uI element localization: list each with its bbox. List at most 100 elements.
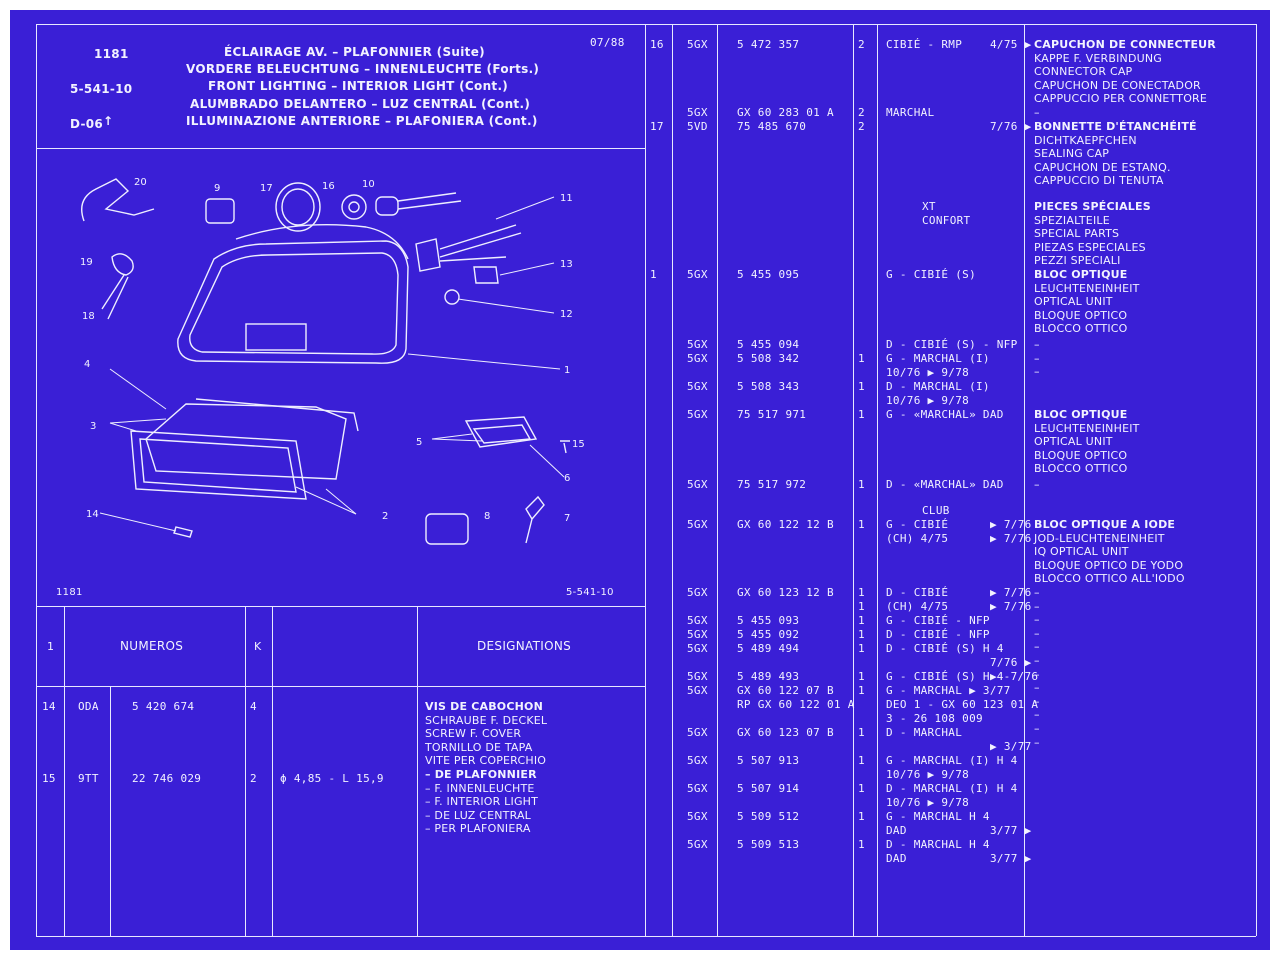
designation-line: – xyxy=(1034,599,1040,613)
right-row-supplier: MARCHAL xyxy=(886,106,935,119)
right-row-number: 5 455 093 xyxy=(737,614,800,627)
right-row-date: 4/75 ▶ xyxy=(990,38,1032,51)
right-row-supplier: D - CIBIÉ xyxy=(886,586,949,599)
right-row-code: 5GX xyxy=(687,352,708,365)
right-row-supplier: (CH) 4/75 xyxy=(886,532,949,545)
designation-line: – xyxy=(1034,708,1040,722)
up-arrow-icon: ↑ xyxy=(103,114,114,128)
right-row-supplier: CIBIÉ - RMP xyxy=(886,38,963,51)
desig-line: – DE LUZ CENTRAL xyxy=(425,808,532,822)
designation-block: ––– xyxy=(1034,338,1040,379)
parts-sheet: 1181 5-541-10 D-06 ↑ 07/88 ÉCLAIRAGE AV.… xyxy=(10,10,1270,950)
right-row-k: 1 xyxy=(858,838,865,851)
right-row-supplier: DAD xyxy=(886,824,907,837)
right-row-supplier: 10/76 ▶ 9/78 xyxy=(886,366,970,379)
desig-line: – F. INTERIOR LIGHT xyxy=(425,795,539,809)
right-row-supplier: DAD xyxy=(886,852,907,865)
right-row-date: 3/77 ▶ xyxy=(990,824,1032,837)
callout-14: 14 xyxy=(86,509,99,520)
right-row-number: GX 60 283 01 A xyxy=(737,106,834,119)
right-row-number: 5 489 493 xyxy=(737,670,800,683)
callout-13: 13 xyxy=(560,259,573,270)
row14-designation: VIS DE CABOCHON SCHRAUBE F. DECKEL SCREW… xyxy=(425,700,547,836)
left-col-number-line xyxy=(245,606,246,936)
header-title-fr: ÉCLAIRAGE AV. – PLAFONNIER (Suite) xyxy=(224,45,485,59)
right-row-code: 5GX xyxy=(687,838,708,851)
right-row-supplier: DEO 1 - GX 60 123 01 A xyxy=(886,698,1039,711)
diagram-footer-right: 5-541-10 xyxy=(566,587,614,598)
designation-line: SPECIAL PARTS xyxy=(1034,227,1120,241)
designation-line: PIEZAS ESPECIALES xyxy=(1034,240,1146,254)
left-col-code-line xyxy=(110,686,111,936)
right-row-date: 7/76 ▶ xyxy=(990,656,1032,669)
callout-11: 11 xyxy=(560,193,573,204)
designation-line: PIECES SPÉCIALES xyxy=(1034,200,1151,213)
right-row-code: 5GX xyxy=(687,754,708,767)
right-row-number: 5 507 913 xyxy=(737,754,800,767)
right-row-number: 5 508 342 xyxy=(737,352,800,365)
right-row-k: 2 xyxy=(858,120,865,133)
right-row-date: ▶ 7/76 xyxy=(990,586,1032,599)
designation-line: OPTICAL UNIT xyxy=(1034,435,1113,449)
designation-line: CAPUCHON DE CONECTADOR xyxy=(1034,78,1201,92)
right-row-code: 5GX xyxy=(687,268,708,281)
right-row-k: 1 xyxy=(858,614,865,627)
right-row-number: 5 509 513 xyxy=(737,838,800,851)
designation-line: BLOCCO OTTICO ALL'IODO xyxy=(1034,572,1185,586)
desig-line: VIS DE CABOCHON xyxy=(425,700,543,713)
designation-block: – xyxy=(1034,478,1040,492)
designation-line: BLOQUE OPTICO xyxy=(1034,448,1128,462)
right-row-supplier: D - MARCHAL (I) xyxy=(886,380,990,393)
header-ref: 1181 xyxy=(94,47,129,61)
frame-bottom-line xyxy=(36,936,1256,937)
table-header-line xyxy=(36,686,645,687)
right-row-number: 5 455 092 xyxy=(737,628,800,641)
right-row-date: ▶ 7/76 xyxy=(990,532,1032,545)
right-row-supplier: 10/76 ▶ 9/78 xyxy=(886,768,970,781)
right-row-supplier: G - MARCHAL (I) xyxy=(886,352,990,365)
right-row-code: 5GX xyxy=(687,614,708,627)
right-row-k: 1 xyxy=(858,726,865,739)
right-row-supplier: 3 - 26 108 009 xyxy=(886,712,983,725)
header-title-es: ALUMBRADO DELANTERO – LUZ CENTRAL (Cont.… xyxy=(190,97,531,111)
callout-8: 8 xyxy=(484,511,490,522)
right-row-item: 16 xyxy=(650,38,664,51)
right-row-supplier: CLUB xyxy=(922,504,950,517)
right-row-supplier: G - CIBIÉ - NFP xyxy=(886,614,990,627)
frame-left-line xyxy=(36,24,37,936)
callout-18: 18 xyxy=(82,311,95,322)
designation-line: LEUCHTENEINHEIT xyxy=(1034,421,1140,435)
diagram-bottom-line xyxy=(36,606,645,607)
right-row-number: RP GX 60 122 01 A xyxy=(737,698,855,711)
designation-line: – xyxy=(1034,735,1040,749)
right-row-code: 5GX xyxy=(687,518,708,531)
designation-line: – xyxy=(1034,351,1040,365)
right-row-k: 1 xyxy=(858,782,865,795)
right-row-supplier: G - CIBIÉ (S) H 4-7/76 xyxy=(886,670,1039,683)
right-row-supplier: G - MARCHAL H 4 xyxy=(886,810,990,823)
designation-line: – xyxy=(1034,653,1040,667)
right-row-supplier: D - MARCHAL xyxy=(886,726,963,739)
right-row-code: 5GX xyxy=(687,642,708,655)
right-row-number: 5 509 512 xyxy=(737,810,800,823)
row14-k: 4 xyxy=(250,700,257,713)
right-row-number: GX 60 122 12 B xyxy=(737,518,834,531)
right-row-k: 1 xyxy=(858,810,865,823)
right-row-number: 5 507 914 xyxy=(737,782,800,795)
header-group: 5-541-10 xyxy=(70,82,133,96)
callout-19: 19 xyxy=(80,257,93,268)
designation-line: – xyxy=(1034,667,1040,681)
right-row-code: 5GX xyxy=(687,338,708,351)
right-row-k: 1 xyxy=(858,754,865,767)
designation-line: – xyxy=(1034,626,1040,640)
right-row-number: GX 60 122 07 B xyxy=(737,684,834,697)
desig-line: – F. INNENLEUCHTE xyxy=(425,781,535,795)
callout-2: 2 xyxy=(382,511,388,522)
right-row-k: 2 xyxy=(858,38,865,51)
frame-top-line xyxy=(36,24,1256,25)
right-row-number: 75 485 670 xyxy=(737,120,807,133)
right-row-code: 5GX xyxy=(687,38,708,51)
right-row-k: 1 xyxy=(858,586,865,599)
